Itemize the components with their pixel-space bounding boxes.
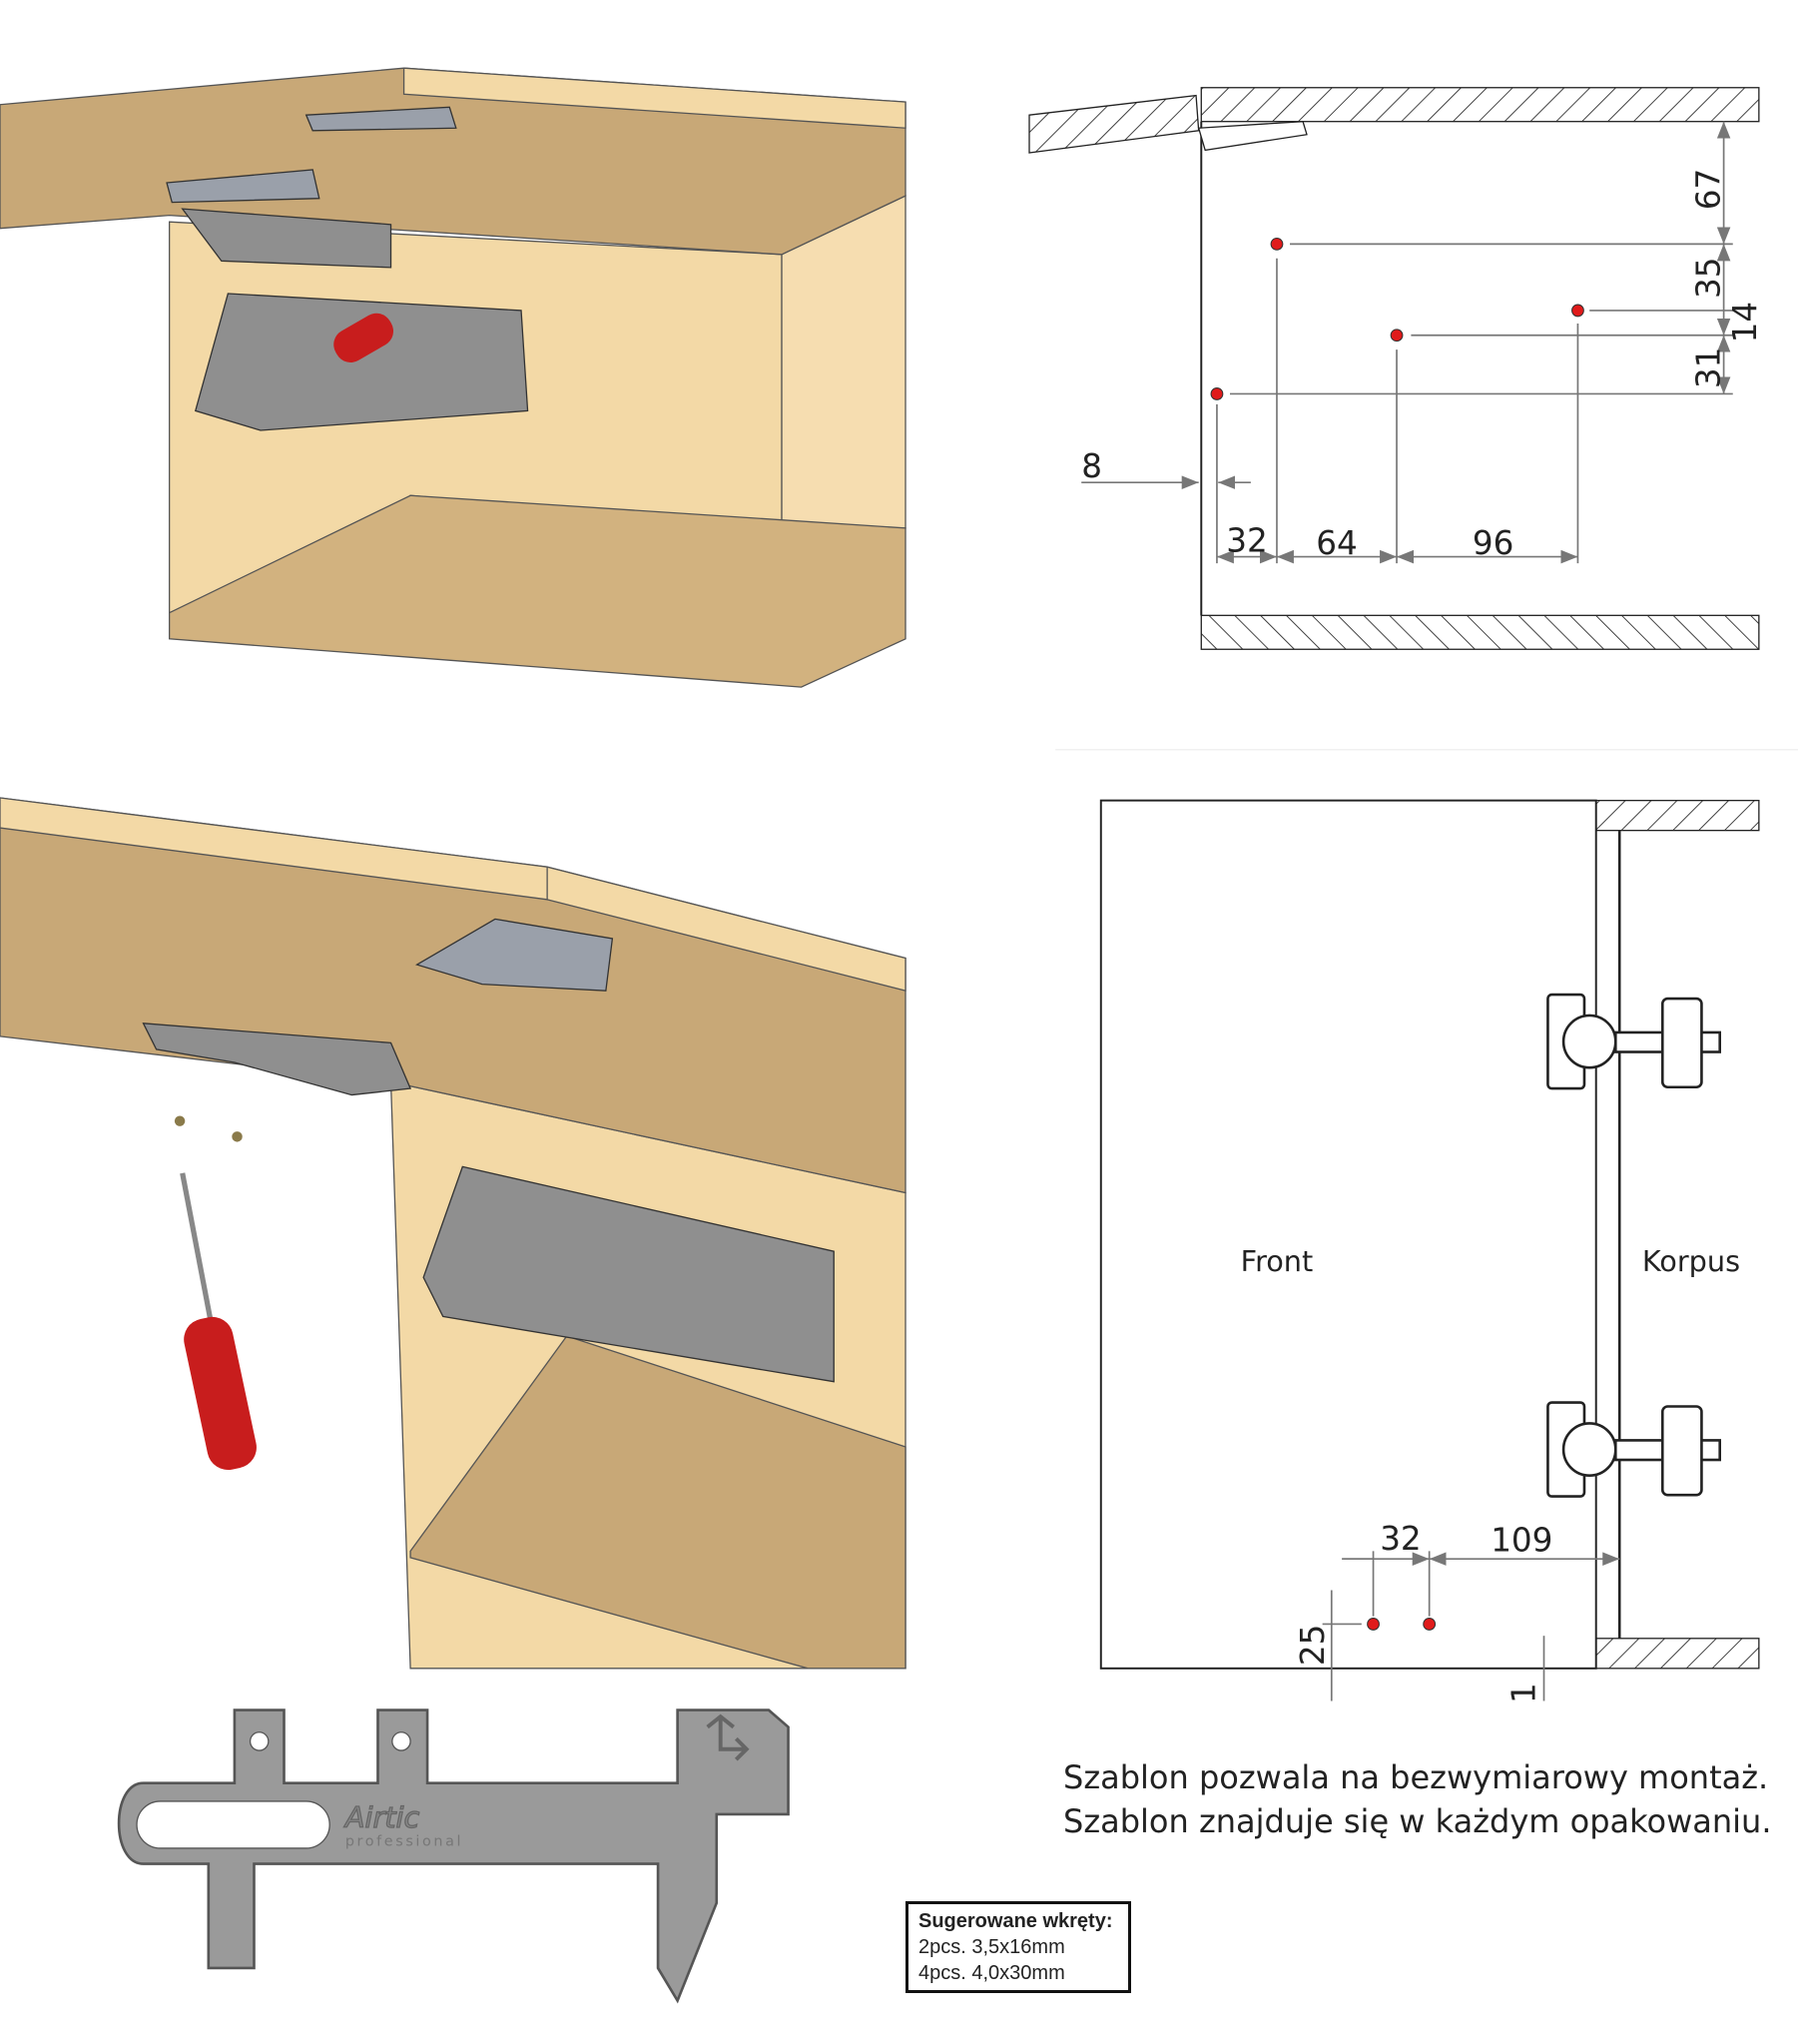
cabinet-illustration-top — [0, 67, 906, 688]
dim-8: 8 — [1081, 447, 1102, 485]
dim-32: 32 — [1226, 521, 1268, 559]
drill-point — [1571, 304, 1584, 318]
drill-point — [1390, 329, 1404, 342]
dim-25: 25 — [1294, 1625, 1332, 1667]
screw-icon — [232, 1131, 243, 1142]
dim-1: 1 — [1504, 1683, 1542, 1703]
screwdriver-handle — [184, 1316, 257, 1471]
dim-32-bottom: 32 — [1380, 1520, 1422, 1558]
caption-line-2: Szablon znajduje się w każdym opakowaniu… — [1063, 1802, 1772, 1840]
hinge-icon — [1546, 993, 1722, 1498]
drilling-diagram-top: 67 35 14 31 8 32 64 96 — [1028, 87, 1764, 650]
drill-point — [1270, 237, 1284, 251]
screw-item: 2pcs. 3,5x16mm — [918, 1936, 1065, 1958]
dim-35: 35 — [1690, 258, 1728, 300]
screwdriver-handle — [333, 313, 393, 362]
mounting-template — [142, 1022, 412, 1096]
mounting-template — [181, 208, 392, 269]
arrow-icon — [706, 1713, 750, 1761]
mounting-template-drawing: Airtic professional — [117, 1708, 790, 2004]
caption: Szablon pozwala na bezwymiarowy montaż. … — [1063, 1755, 1771, 1843]
dim-14: 14 — [1726, 302, 1764, 343]
drilling-diagram-bottom: Front Korpus 32 109 25 1 — [1099, 799, 1760, 1703]
lift-mechanism — [422, 1165, 835, 1383]
dim-67: 67 — [1690, 169, 1728, 211]
front-label: Front — [1241, 1244, 1314, 1278]
hinge-icon — [414, 918, 614, 992]
screw-icon — [174, 1115, 186, 1126]
suggested-screws-box: Sugerowane wkręty: 2pcs. 3,5x16mm 4pcs. … — [905, 1901, 1131, 1993]
dim-96: 96 — [1473, 524, 1513, 562]
dim-109: 109 — [1491, 1521, 1552, 1559]
caption-line-1: Szablon pozwala na bezwymiarowy montaż. — [1063, 1758, 1769, 1796]
dim-31: 31 — [1690, 347, 1728, 389]
screwdriver-shaft — [180, 1172, 214, 1324]
dim-64: 64 — [1316, 524, 1358, 562]
hinge-icon — [166, 106, 457, 204]
template-logo-sub: professional — [345, 1833, 463, 1849]
template-logo: Airtic — [343, 1800, 420, 1834]
drill-point — [1367, 1618, 1380, 1631]
cabinet-illustration-bottom — [0, 797, 906, 1670]
drill-point — [1210, 387, 1224, 400]
lift-mechanism — [194, 293, 529, 431]
screws-title: Sugerowane wkręty: — [918, 1910, 1113, 1932]
korpus-label: Korpus — [1642, 1244, 1740, 1278]
drill-point — [1423, 1618, 1437, 1631]
screw-item: 4pcs. 4,0x30mm — [918, 1962, 1065, 1984]
